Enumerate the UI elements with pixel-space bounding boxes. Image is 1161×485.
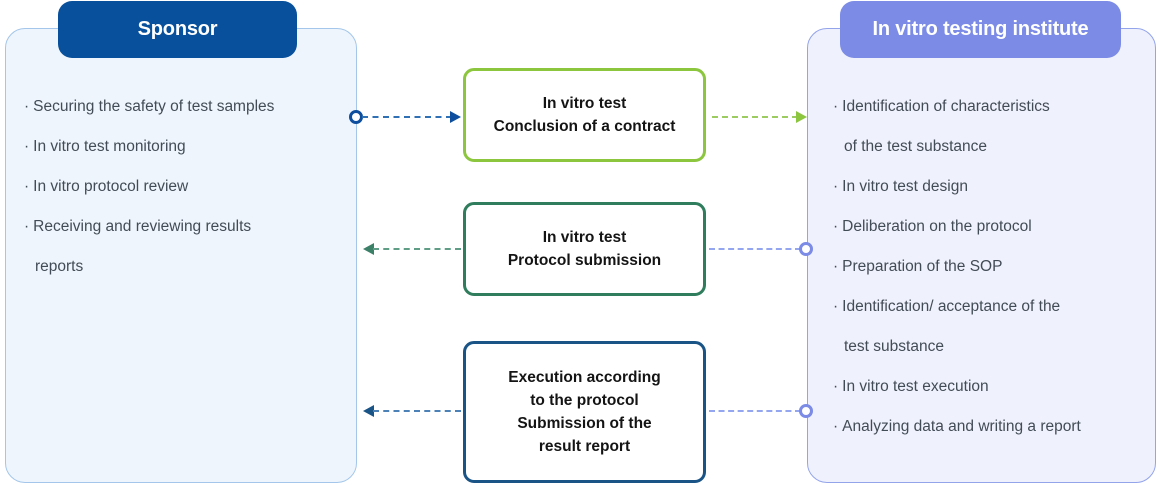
sponsor-panel: [5, 28, 357, 483]
bullet-icon: ·: [833, 418, 839, 435]
arrow-right-icon-sponsor-to-contract: [450, 111, 461, 123]
bullet-icon: ·: [833, 98, 839, 115]
list-item-label: Preparation of the SOP: [842, 258, 1003, 275]
institute-item-list: ·Identification of characteristics of th…: [833, 87, 1138, 447]
bullet-icon: ·: [833, 378, 839, 395]
arrow-right-icon-contract-to-institute: [796, 111, 807, 123]
process-box-line1: Execution according: [508, 369, 661, 386]
process-box-protocol: In vitro test Protocol submission: [463, 202, 706, 296]
list-item: ·Identification of characteristics: [833, 87, 1138, 127]
process-box-line1: In vitro test: [542, 229, 627, 246]
list-item: ·In vitro test monitoring: [24, 127, 334, 167]
list-item: ·Preparation of the SOP: [833, 247, 1138, 287]
list-item: ·Deliberation on the protocol: [833, 207, 1138, 247]
connector-line-institute-to-execution: [709, 410, 801, 412]
list-item-label: Receiving and reviewing results: [33, 218, 252, 235]
connector-node-sponsor-to-contract: [349, 110, 363, 124]
list-item-continuation: of the test substance: [844, 138, 988, 155]
process-box-line2: Conclusion of a contract: [493, 118, 676, 135]
list-item-label: Analyzing data and writing a report: [842, 418, 1081, 435]
list-item: ·Identification/ acceptance of the: [833, 287, 1138, 327]
list-item-label: Securing the safety of test samples: [33, 98, 275, 115]
list-item-label: Identification of characteristics: [842, 98, 1050, 115]
sponsor-item-list: ·Securing the safety of test samples ·In…: [24, 87, 334, 287]
bullet-icon: ·: [24, 138, 30, 155]
list-item: ·Receiving and reviewing results: [24, 207, 334, 247]
list-item: ·Securing the safety of test samples: [24, 87, 334, 127]
bullet-icon: ·: [833, 218, 839, 235]
list-item-label: Identification/ acceptance of the: [842, 298, 1061, 315]
bullet-icon: ·: [833, 258, 839, 275]
bullet-icon: ·: [24, 178, 30, 195]
connector-line-sponsor-to-contract: [362, 116, 452, 118]
bullet-icon: ·: [24, 98, 30, 115]
process-box-execution: Execution according to the protocol Subm…: [463, 341, 706, 483]
arrow-left-icon-execution-to-sponsor: [363, 405, 374, 417]
bullet-icon: ·: [24, 218, 30, 235]
bullet-icon: ·: [833, 298, 839, 315]
list-item: ·In vitro test execution: [833, 367, 1138, 407]
list-item-label: In vitro test execution: [842, 378, 989, 395]
connector-line-protocol-to-sponsor: [373, 248, 461, 250]
connector-line-execution-to-sponsor: [373, 410, 461, 412]
list-item: ·Analyzing data and writing a report: [833, 407, 1138, 447]
list-item-label: In vitro test design: [842, 178, 968, 195]
list-item-continuation: test substance: [844, 338, 944, 355]
process-box-line1: In vitro test: [542, 95, 627, 112]
list-item-label: Deliberation on the protocol: [842, 218, 1032, 235]
institute-panel: [807, 28, 1156, 483]
institute-header-pill: In vitro testing institute: [840, 1, 1121, 58]
bullet-icon: ·: [833, 178, 839, 195]
sponsor-header-pill: Sponsor: [58, 1, 297, 58]
connector-line-institute-to-protocol: [709, 248, 801, 250]
process-box-line4: result report: [538, 438, 631, 455]
process-box-line2: to the protocol: [530, 392, 639, 409]
process-box-line2: Protocol submission: [507, 252, 662, 269]
list-item-continuation: reports: [35, 258, 84, 275]
connector-node-institute-to-execution: [799, 404, 813, 418]
process-box-line3: Submission of the: [517, 415, 652, 432]
list-item: ·In vitro protocol review: [24, 167, 334, 207]
connector-node-institute-to-protocol: [799, 242, 813, 256]
list-item-label: In vitro protocol review: [33, 178, 189, 195]
connector-line-contract-to-institute: [712, 116, 798, 118]
process-box-contract: In vitro test Conclusion of a contract: [463, 68, 706, 162]
arrow-left-icon-protocol-to-sponsor: [363, 243, 374, 255]
list-item-label: In vitro test monitoring: [33, 138, 186, 155]
list-item: ·In vitro test design: [833, 167, 1138, 207]
